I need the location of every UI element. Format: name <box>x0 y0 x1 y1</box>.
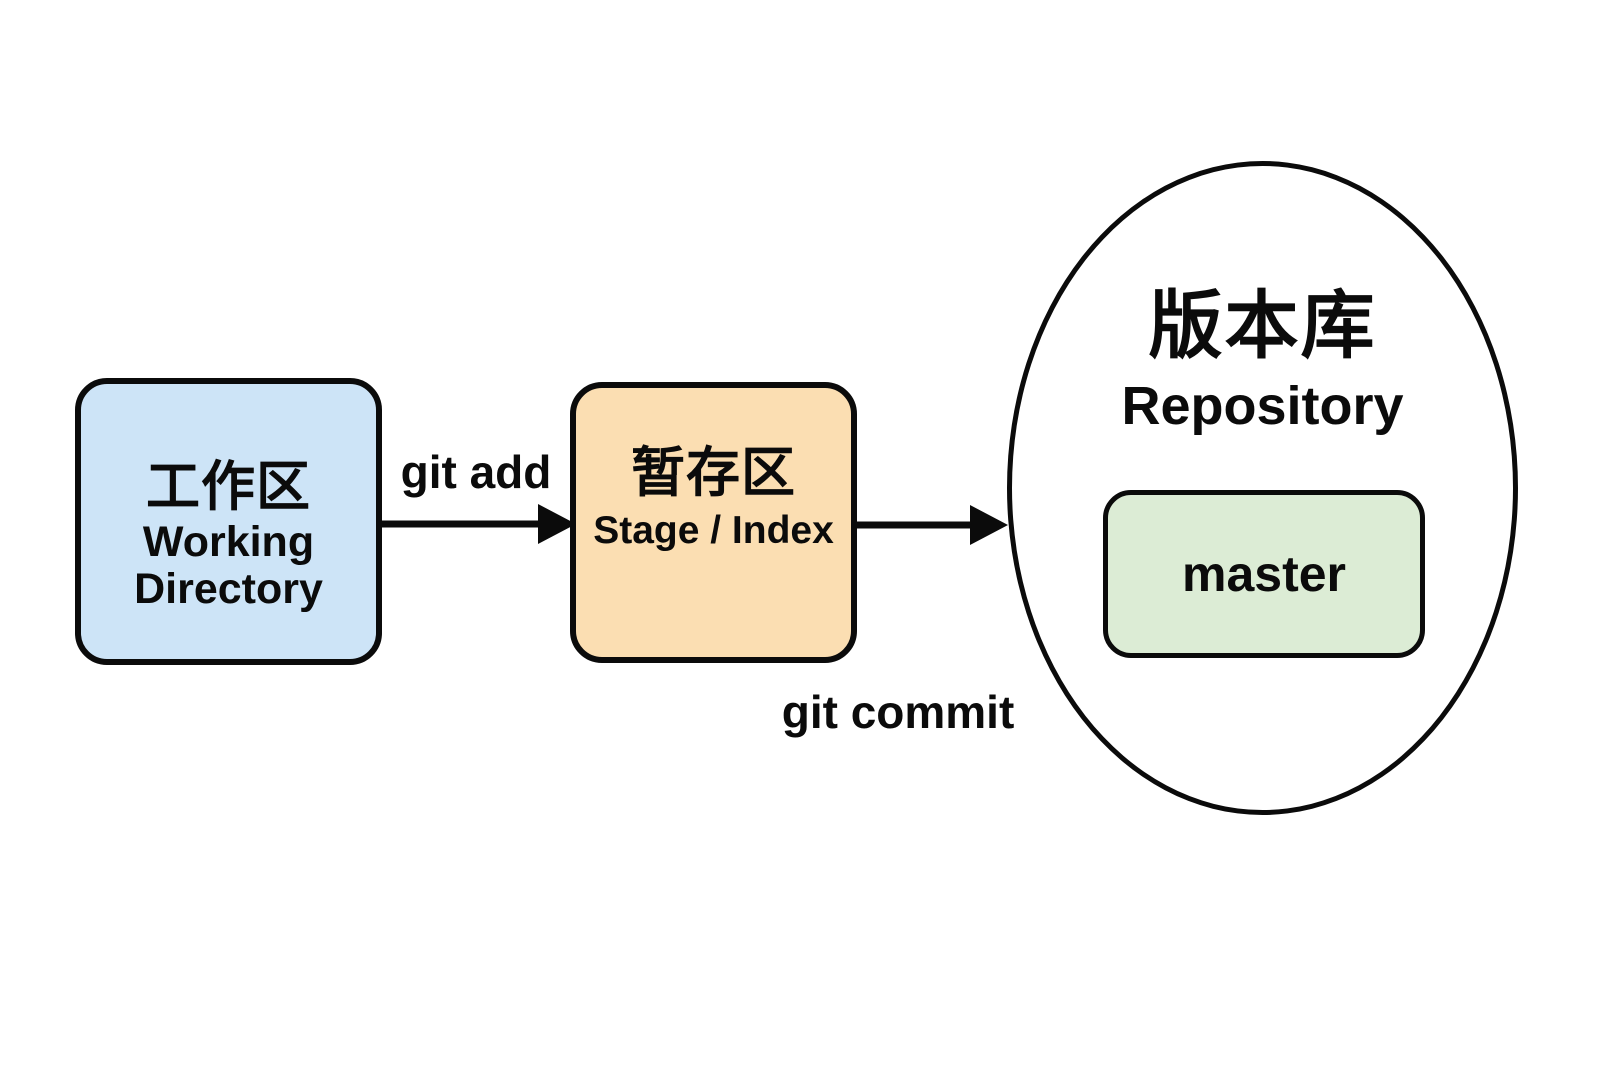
git-commit-arrow <box>857 505 1008 545</box>
repository-title-en: Repository <box>1121 376 1404 436</box>
working-directory-title-en-line2: Directory <box>134 564 323 613</box>
working-directory-box: 工作区 Working Directory <box>75 378 382 665</box>
master-branch-box: master <box>1103 490 1425 658</box>
working-directory-title-zh: 工作区 <box>146 456 311 517</box>
git-commit-label: git commit <box>781 686 1015 738</box>
stage-title-zh: 暂存区 <box>631 442 796 503</box>
master-branch-label: master <box>1182 546 1346 602</box>
working-directory-title-en-line1: Working <box>142 517 315 566</box>
repository-ellipse <box>1007 161 1518 815</box>
repository-title-zh: 版本库 <box>1148 284 1377 367</box>
stage-title-en: Stage / Index <box>593 508 834 552</box>
git-add-arrow <box>382 504 576 544</box>
stage-box: 暂存区 Stage / Index <box>570 382 857 663</box>
git-add-label: git add <box>400 446 552 498</box>
